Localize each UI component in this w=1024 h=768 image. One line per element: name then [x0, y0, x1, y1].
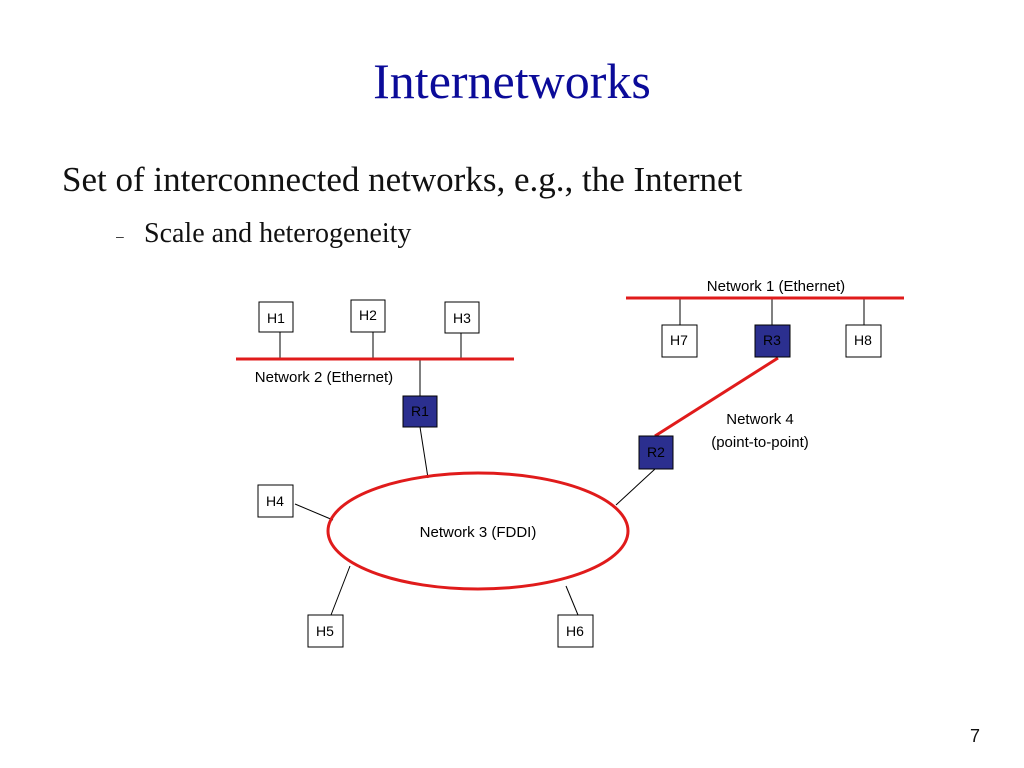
- host-h7: H7: [661, 324, 698, 358]
- router-r2: R2: [638, 435, 674, 470]
- host-h1-label: H1: [267, 310, 285, 326]
- connector-lines: [279, 298, 865, 616]
- link-h4-net3: [294, 503, 334, 521]
- network-4-label-line2: (point-to-point): [711, 434, 809, 451]
- router-r1-label: R1: [411, 403, 429, 419]
- host-h3: H3: [444, 301, 480, 334]
- host-h4-label: H4: [266, 493, 284, 509]
- bullet-main: Set of interconnected networks, e.g., th…: [62, 160, 743, 199]
- host-h8-label: H8: [854, 332, 872, 348]
- host-h3-label: H3: [453, 310, 471, 326]
- network-3-label: Network 3 (FDDI): [420, 524, 537, 541]
- host-h5: H5: [307, 614, 344, 648]
- host-h6-label: H6: [566, 623, 584, 639]
- slide-title: Internetworks: [373, 53, 651, 109]
- network-3-fddi-ring: [326, 471, 630, 591]
- network-media: [236, 296, 904, 591]
- host-h5-label: H5: [316, 623, 334, 639]
- host-h7-label: H7: [670, 332, 688, 348]
- host-h4: H4: [257, 484, 294, 518]
- host-h2: H2: [350, 299, 386, 333]
- link-h5-net3: [330, 565, 351, 616]
- network-2-label: Network 2 (Ethernet): [255, 369, 393, 386]
- network-4-label-line1: Network 4: [726, 411, 794, 428]
- host-h6: H6: [557, 614, 594, 648]
- link-r1-net3: [419, 426, 429, 479]
- host-h1: H1: [258, 301, 294, 333]
- router-r3: R3: [754, 324, 791, 358]
- host-h2-label: H2: [359, 307, 377, 323]
- network-4-point-to-point-link: [654, 356, 779, 438]
- router-r3-label: R3: [763, 332, 781, 348]
- page-number: 7: [969, 726, 980, 746]
- router-r1: R1: [402, 395, 438, 428]
- router-r2-label: R2: [647, 444, 665, 460]
- host-h8: H8: [845, 324, 882, 358]
- link-h6-net3: [565, 585, 579, 616]
- network-1-label: Network 1 (Ethernet): [707, 278, 845, 295]
- link-r2-net3: [615, 468, 656, 506]
- bullet-sub-marker: –: [116, 228, 124, 244]
- bullet-sub: Scale and heterogeneity: [144, 218, 412, 249]
